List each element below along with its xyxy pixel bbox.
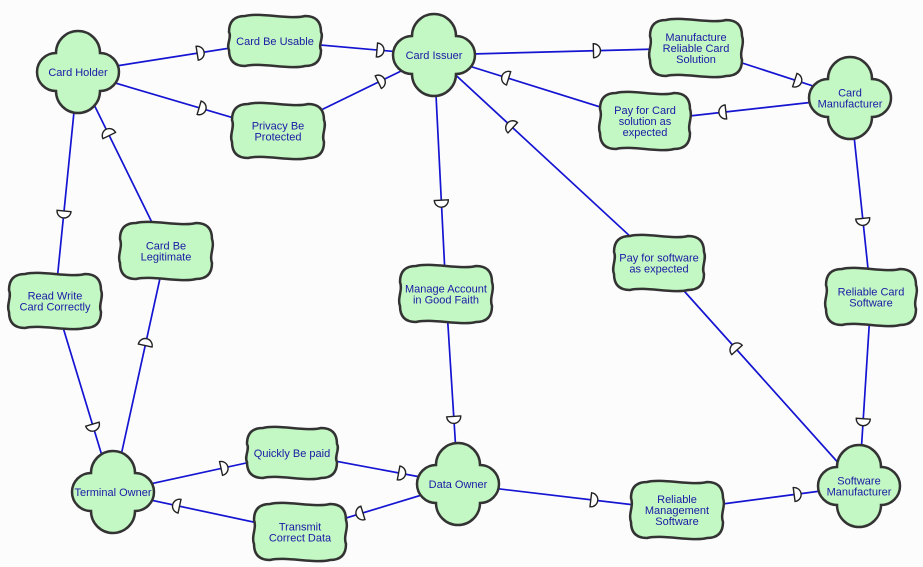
node-label: Card Be Usable — [236, 36, 314, 48]
goal-shape — [244, 425, 340, 481]
goal-shape — [647, 17, 745, 79]
dependency-icon — [355, 505, 366, 521]
node-label: Data Owner — [429, 479, 488, 491]
node-label: Manufacture — [665, 32, 726, 44]
goal-shape — [611, 233, 707, 293]
cloud-actor-icon — [807, 55, 893, 141]
node-label: Pay for Card — [614, 105, 676, 117]
actor-data-owner[interactable]: Data Owner — [415, 441, 501, 527]
goal-shape — [226, 13, 324, 69]
dependency-icon — [505, 120, 519, 134]
node-label: Pay for software — [619, 253, 698, 265]
dependency-icon — [374, 74, 386, 90]
dependency-icon — [433, 199, 449, 208]
goal-card-be-usable[interactable]: Card Be Usable — [226, 13, 324, 69]
node-label: solution as — [619, 116, 672, 128]
goal-shape — [229, 101, 327, 161]
dependency-icon — [729, 342, 744, 356]
goal-shape — [628, 479, 726, 541]
dependency-icon — [718, 104, 728, 120]
dependency-icon — [589, 492, 599, 508]
dependency-icon — [218, 460, 229, 477]
node-label: Card Holder — [48, 67, 108, 79]
goal-shape — [117, 220, 215, 282]
node-label: Card — [838, 88, 862, 100]
dependency-icon — [195, 45, 205, 61]
dependency-icon — [500, 70, 512, 86]
node-label: Manufacturer — [827, 487, 892, 499]
cloud-actor-icon — [70, 449, 156, 535]
cloud-actor-icon — [415, 441, 501, 527]
node-label: expected — [623, 127, 668, 139]
node-label: Software — [655, 516, 698, 528]
dependency-symbols — [56, 42, 872, 521]
node-label: Legitimate — [141, 252, 192, 264]
cloud-actor-icon — [816, 443, 902, 529]
dependency-icon — [101, 127, 117, 140]
node-label: Solution — [676, 54, 716, 66]
dependency-line — [433, 54, 660, 264]
goal-shape — [597, 90, 693, 152]
dependency-icon — [171, 498, 182, 514]
node-label: Management — [645, 505, 709, 517]
dependency-icon — [854, 216, 871, 227]
actor-terminal-owner[interactable]: Terminal Owner — [70, 449, 156, 535]
dependency-icon — [446, 415, 462, 425]
node-label: as expected — [629, 264, 688, 276]
goal-shape — [6, 271, 104, 331]
goal-shape — [251, 501, 349, 563]
node-label: in Good Faith — [413, 295, 479, 307]
node-label: Read Write — [28, 291, 83, 303]
dependency-icon — [792, 486, 802, 503]
node-label: Manage Account — [405, 284, 487, 296]
node-label: Protected — [254, 132, 301, 144]
dependency-icon — [196, 100, 207, 116]
node-label: Card Correctly — [20, 302, 91, 314]
node-label: Reliable — [657, 494, 697, 506]
node-label: Manufacturer — [818, 99, 883, 111]
node-label: Card Issuer — [406, 50, 463, 62]
dependency-line — [658, 262, 860, 487]
dependency-icon — [791, 72, 803, 88]
actor-card-issuer[interactable]: Card Issuer — [391, 12, 477, 98]
node-label: Software — [837, 476, 880, 488]
node-label: Terminal Owner — [74, 487, 151, 499]
dependency-icon — [375, 42, 385, 58]
dependency-icon — [56, 209, 72, 219]
node-label: Reliable Card — [663, 43, 730, 55]
node-label: Privacy Be — [252, 121, 305, 133]
goal-shape — [823, 266, 919, 328]
dependency-icon — [396, 465, 407, 481]
node-label: Quickly Be paid — [254, 448, 330, 460]
node-label: Card Be — [146, 241, 186, 253]
node-label: Correct Data — [269, 533, 332, 545]
goal-quickly-be-paid[interactable]: Quickly Be paid — [244, 425, 340, 481]
dependency-icon — [137, 337, 153, 348]
dependency-icon — [855, 417, 872, 427]
dependency-icon — [592, 43, 602, 59]
cloud-actor-icon — [35, 29, 121, 115]
goal-shape — [397, 263, 495, 325]
actor-card-holder[interactable]: Card Holder — [35, 29, 121, 115]
node-label: Software — [849, 298, 892, 310]
node-label: Reliable Card — [838, 287, 905, 299]
dependency-icon — [84, 421, 101, 432]
node-label: Transmit — [279, 522, 321, 534]
cloud-actor-icon — [391, 12, 477, 98]
